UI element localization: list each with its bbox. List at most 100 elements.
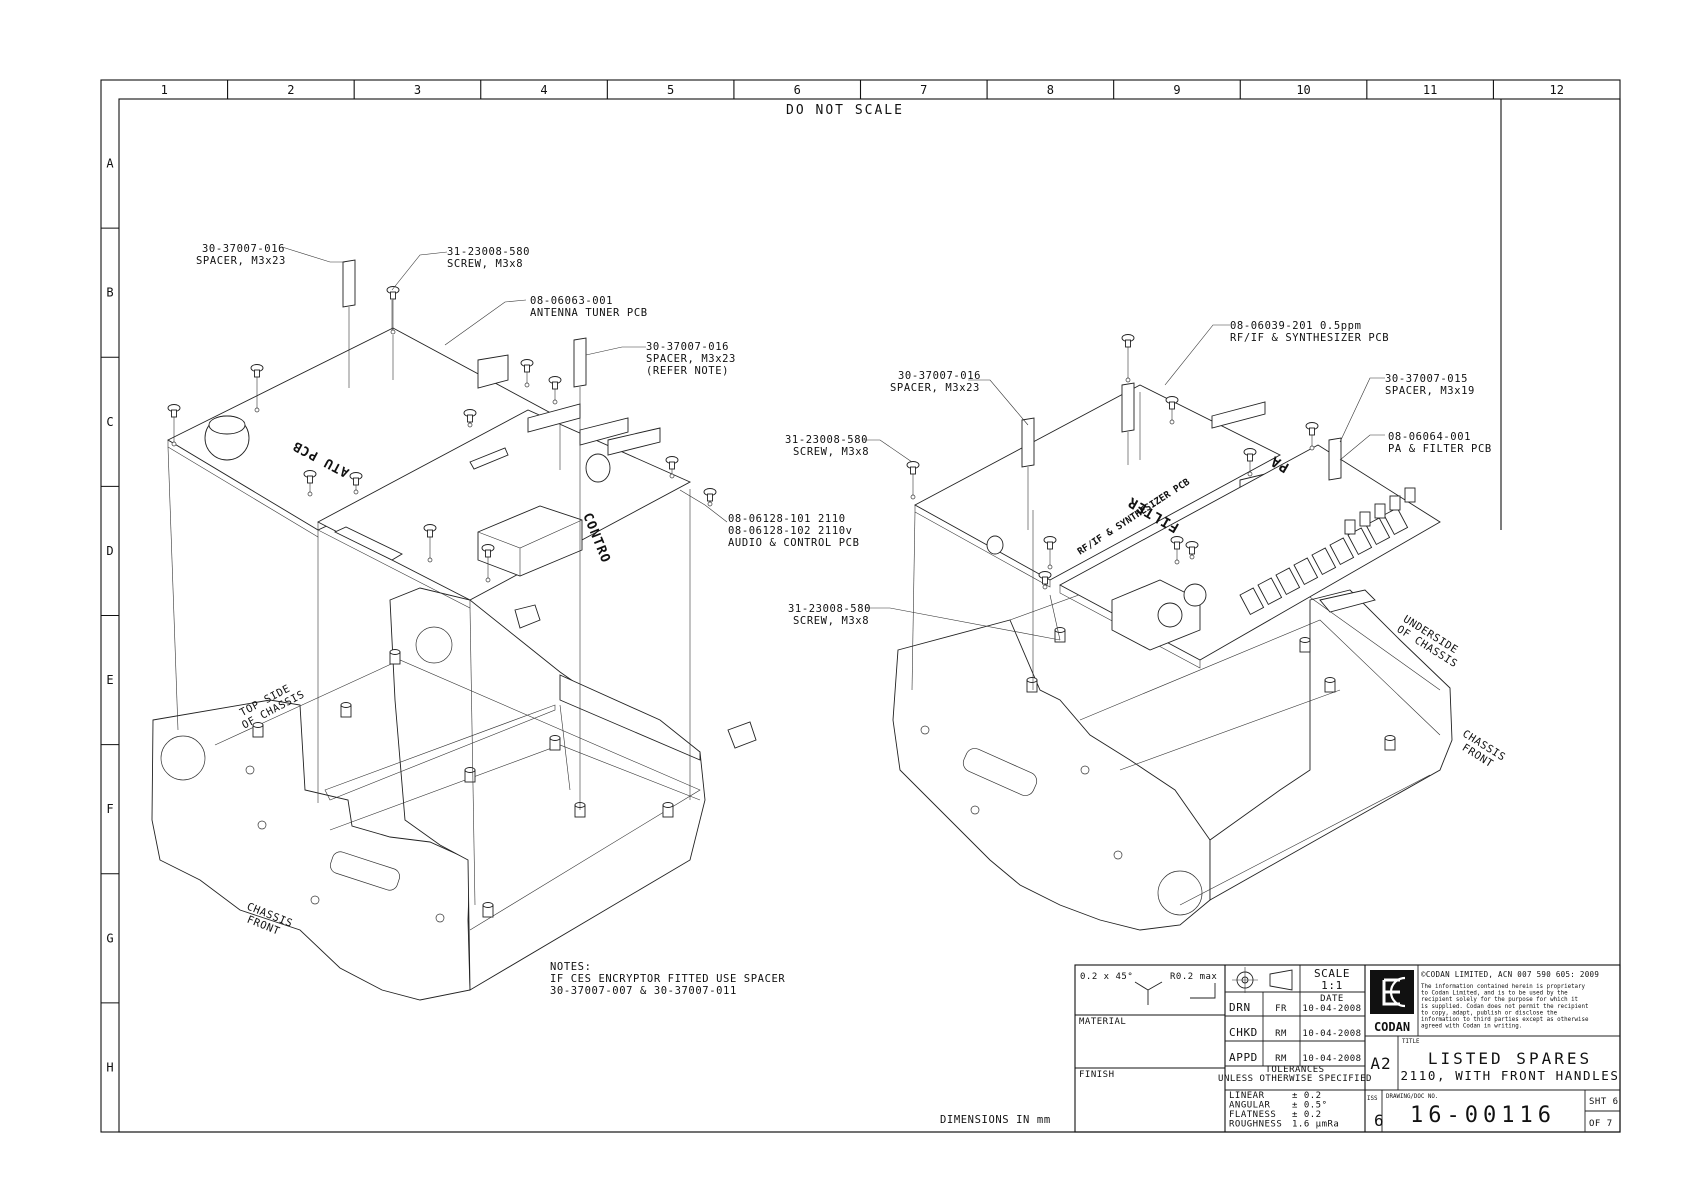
svg-text:30-37007-016: 30-37007-016 — [898, 370, 981, 382]
tolerance-name: ANGULAR — [1229, 1101, 1271, 1111]
svg-text:PA & FILTER PCB: PA & FILTER PCB — [1388, 443, 1492, 455]
left-standoff-3 — [389, 649, 401, 665]
right-screw-7 — [1170, 536, 1184, 565]
svg-text:08-06128-102 2110v: 08-06128-102 2110v — [728, 525, 853, 537]
svg-text:SCREW, M3x8: SCREW, M3x8 — [447, 258, 523, 270]
right-standoff-2 — [1324, 677, 1336, 693]
copyright: ©CODAN LIMITED, ACN 007 590 605: 2009 — [1421, 970, 1599, 979]
left-chassis-rear-flange — [559, 674, 701, 761]
tolerance-name: LINEAR — [1229, 1091, 1265, 1101]
right-standoff-5 — [1299, 637, 1311, 653]
right-front-handle-slot — [962, 748, 1038, 796]
callout-antenna-tuner-pcb: 08-06063-001 ANTENNA TUNER PCB — [530, 295, 647, 319]
pa-component-1 — [1344, 519, 1356, 535]
pa-component-5 — [1404, 487, 1416, 503]
pa-relay-9 — [1383, 507, 1409, 536]
pa-relay-1 — [1239, 587, 1265, 616]
callout-screw-1: 31-23008-580 SCREW, M3x8 — [447, 246, 530, 270]
approval-date: 10-04-2008 — [1302, 1004, 1361, 1014]
right-spacer-1 — [1021, 417, 1035, 468]
tolerance-value: ± 0.5° — [1292, 1101, 1328, 1111]
title-line-1: LISTED SPARES — [1428, 1049, 1592, 1068]
side-screw-1 — [514, 604, 541, 629]
right-screw-5 — [1243, 448, 1257, 477]
callout-rf-if-pcb: 08-06039-201 0.5ppm RF/IF & SYNTHESIZER … — [1230, 320, 1389, 344]
approval-role: APPD — [1229, 1051, 1258, 1064]
callout-screw-2: 31-23008-580 SCREW, M3x8 — [785, 434, 869, 458]
title-line-2: 2110, WITH FRONT HANDLES — [1400, 1068, 1619, 1083]
zone-row-A: A — [106, 157, 114, 171]
svg-text:30-37007-016: 30-37007-016 — [646, 341, 729, 353]
rf-connector-1 — [1211, 401, 1266, 429]
right-chassis-rear-wall — [1209, 589, 1453, 901]
sheet-of: OF 7 — [1589, 1119, 1613, 1129]
right-screw-3 — [1043, 536, 1057, 570]
left-standoff-5 — [549, 735, 561, 751]
approval-role: DRN — [1229, 1001, 1251, 1014]
right-assembly: RF/IF & SYNTHESIZER PCB FILTER PA — [892, 334, 1453, 931]
callout-spacer-3: 30-37007-016 SPACER, M3x23 — [890, 370, 981, 394]
zone-col-11: 11 — [1423, 83, 1437, 97]
zone-col-3: 3 — [414, 83, 421, 97]
left-screw-3 — [303, 470, 317, 497]
right-standoff-1 — [1026, 677, 1038, 693]
zone-row-B: B — [106, 286, 113, 300]
left-screw-9 — [665, 456, 679, 479]
legal-line: information to third parties except as o… — [1421, 1017, 1589, 1023]
left-chassis-front-panel — [151, 699, 471, 1001]
zone-row-C: C — [106, 415, 113, 429]
zone-row-E: E — [106, 673, 113, 687]
scale-label: SCALE — [1314, 967, 1350, 980]
finish-label: FINISH — [1079, 1070, 1115, 1080]
chamfer-spec: 0.2 x 45° — [1080, 972, 1133, 982]
callout-spacer-4: 30-37007-015 SPACER, M3x19 — [1385, 373, 1475, 397]
left-front-handle-slot — [330, 851, 400, 891]
left-spacer-top — [342, 259, 356, 308]
svg-text:(REFER NOTE): (REFER NOTE) — [646, 365, 729, 377]
left-standoff-2 — [340, 702, 352, 718]
right-spacer-2 — [1121, 382, 1135, 433]
zone-row-F: F — [106, 802, 113, 816]
label-right-chassis-front: CHASSIS FRONT — [1460, 728, 1508, 770]
svg-text:08-06039-201 0.5ppm: 08-06039-201 0.5ppm — [1230, 320, 1362, 332]
svg-text:SPACER, M3x19: SPACER, M3x19 — [1385, 385, 1475, 397]
legal-line: recipient solely for the purpose for whi… — [1421, 997, 1578, 1003]
approval-initials: RM — [1275, 1054, 1287, 1064]
date-label: DATE — [1320, 994, 1344, 1004]
pa-relay-3 — [1275, 567, 1301, 596]
right-chassis-slot — [1319, 589, 1376, 613]
right-screw-1 — [1121, 334, 1135, 383]
tolerance-name: ROUGHNESS — [1229, 1120, 1282, 1130]
legal-line: is supplied. Codan does not permit the r… — [1421, 1004, 1589, 1010]
left-chassis-base — [214, 659, 701, 931]
control-shield-box — [477, 505, 583, 577]
svg-text:08-06063-001: 08-06063-001 — [530, 295, 613, 307]
svg-text:30-37007-016: 30-37007-016 — [202, 243, 285, 255]
left-assembly: ATU PCB CONTRO — [151, 259, 757, 1001]
left-screw-1 — [250, 364, 264, 413]
left-standoff-7 — [662, 802, 674, 818]
svg-text:31-23008-580: 31-23008-580 — [447, 246, 530, 258]
zone-row-G: G — [106, 931, 113, 945]
zone-row-H: H — [106, 1060, 113, 1074]
left-screw-2 — [167, 404, 181, 447]
atu-connector — [477, 354, 509, 389]
approval-role: CHKD — [1229, 1026, 1258, 1039]
zone-col-4: 4 — [540, 83, 547, 97]
left-spacer-right — [573, 337, 587, 388]
dimensions-note: DIMENSIONS IN mm — [940, 1114, 1051, 1126]
svg-text:NOTES:: NOTES: — [550, 961, 592, 973]
pa-connector-1 — [1157, 602, 1183, 628]
callout-leaders — [281, 246, 1385, 641]
svg-text:08-06064-001: 08-06064-001 — [1388, 431, 1471, 443]
drawing-frame — [100, 79, 1621, 1133]
svg-text:RF/IF & SYNTHESIZER PCB: RF/IF & SYNTHESIZER PCB — [1230, 332, 1389, 344]
pa-relay-4 — [1293, 557, 1319, 586]
side-screw-2 — [727, 721, 757, 749]
scale-value: 1:1 — [1321, 979, 1343, 992]
control-connector-3 — [607, 427, 661, 456]
svg-text:31-23008-580: 31-23008-580 — [788, 603, 871, 615]
right-screw-2 — [906, 461, 920, 500]
left-standoff-4 — [464, 767, 476, 783]
